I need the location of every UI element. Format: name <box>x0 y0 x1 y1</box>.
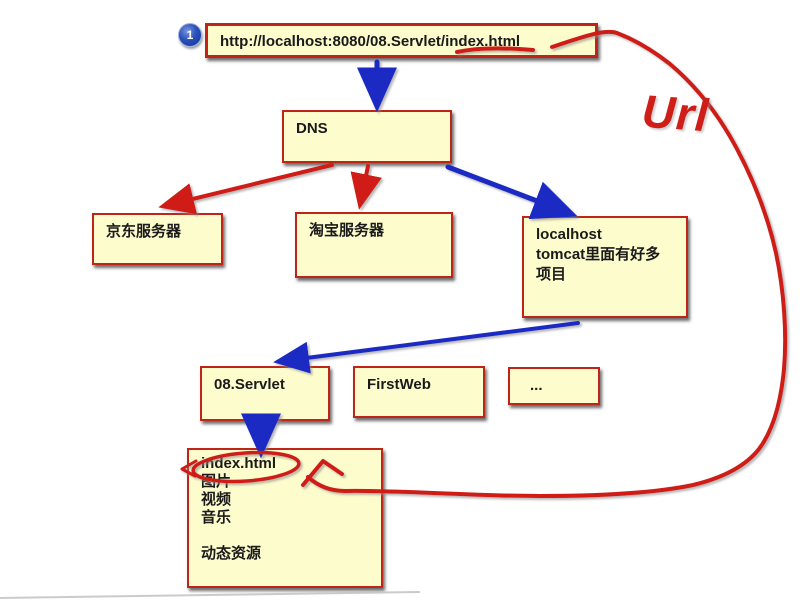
step-1-badge: 1 <box>178 23 202 47</box>
url-handwritten-annotation: Url <box>640 84 711 142</box>
bottom-edge-line <box>0 591 421 599</box>
arrow-localhost-to-servlet <box>273 321 580 374</box>
servlet-project-node: 08.Servlet <box>200 366 330 421</box>
url-box: http://localhost:8080/08.Servlet/index.h… <box>205 23 598 58</box>
more-projects-node: ... <box>508 367 600 405</box>
arrow-dns-to-taobao <box>350 164 382 210</box>
dns-node: DNS <box>282 110 452 163</box>
localhost-tomcat-node: localhost tomcat里面有好多 项目 <box>522 216 688 318</box>
taobao-server-node: 淘宝服务器 <box>295 212 453 278</box>
arrow-dns-to-localhost <box>445 164 578 220</box>
resources-node: index.html 图片 视频 音乐 动态资源 <box>187 448 383 588</box>
jd-server-node: 京东服务器 <box>92 213 223 265</box>
arrow-dns-to-jd <box>158 163 334 215</box>
firstweb-project-node: FirstWeb <box>353 366 485 418</box>
